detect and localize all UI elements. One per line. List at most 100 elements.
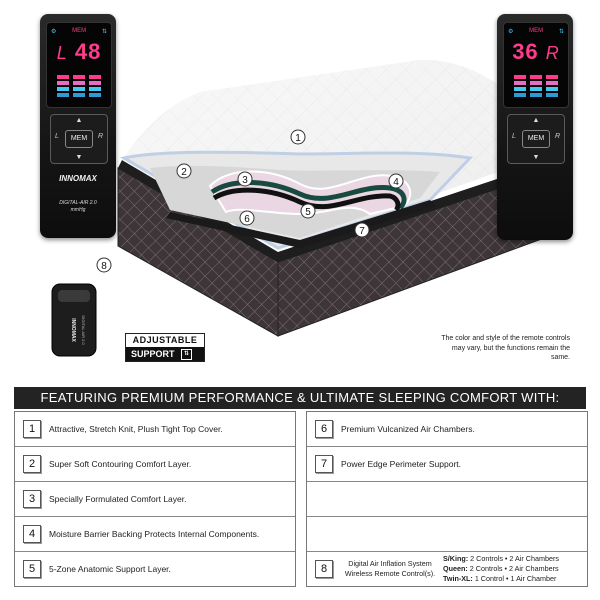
feature-number: 2 (23, 454, 41, 473)
feature-number: 1 (23, 419, 41, 438)
feature-number: 8 (315, 559, 333, 578)
feature-row-remote: 8 Digital Air Inflation System Wireless … (307, 552, 587, 585)
support-text: SUPPORT (131, 349, 175, 359)
mem-indicator: MEM (529, 28, 544, 34)
size-name: Queen: (443, 563, 468, 573)
remote-feature-line1: Digital Air Inflation System (348, 559, 432, 568)
row-divider (307, 481, 587, 482)
remote-model-name: DIGITAL-AIR 2.0 (59, 200, 97, 206)
mem-button[interactable]: MEM (65, 130, 93, 148)
gear-icon: ⚙ (51, 28, 57, 35)
feature-text: Attractive, Stretch Knit, Plush Tight To… (49, 423, 223, 434)
left-side-button[interactable]: L (55, 133, 59, 140)
control-pad: ▲ L MEM R ▼ (507, 114, 565, 164)
control-pad: ▲ L MEM R ▼ (50, 114, 108, 164)
down-arrow-button[interactable]: ▼ (75, 154, 83, 161)
row-divider (15, 551, 295, 552)
size-detail: 1 Control • 1 Air Chamber (474, 573, 557, 583)
size-row: S/King: 2 Controls • 2 Air Chambers (443, 554, 559, 564)
callout-markers (96, 129, 404, 273)
size-row: Queen: 2 Controls • 2 Air Chambers (443, 564, 559, 574)
left-side-button[interactable]: L (512, 133, 516, 140)
feature-row: 7 Power Edge Perimeter Support. (307, 447, 587, 480)
remote-disclaimer: The color and style of the remote contro… (441, 335, 570, 361)
right-side-button[interactable]: R (554, 133, 560, 140)
firmness-value: 48 (74, 39, 102, 64)
feature-number: 4 (23, 524, 41, 543)
zone-bars-graphic (514, 75, 558, 97)
firmness-readout: 36 R (504, 39, 568, 65)
remote-unit: mmHg (70, 207, 86, 213)
right-remote: ⚙ MEM ⇅ 36 R ▲ L MEM R ▼ (497, 14, 573, 240)
row-divider (307, 516, 587, 517)
wireless-remote-model: DIGITAL AIR 2.0 (81, 315, 86, 345)
right-side-button[interactable]: R (97, 133, 103, 140)
remote-model: DIGITAL-AIR 2.0 mmHg (40, 200, 116, 214)
adjustable-support-badge: ADJUSTABLE SUPPORT ⇅ (125, 333, 205, 362)
down-arrow-button[interactable]: ▼ (532, 154, 540, 161)
right-remote-display: ⚙ MEM ⇅ 36 R (503, 22, 569, 108)
wireless-remote-brand: INNOMAX (70, 318, 76, 342)
sync-icon: ⇅ (101, 28, 107, 35)
remote-brand: INNOMAX (59, 174, 97, 183)
feature-text: Moisture Barrier Backing Protects Intern… (49, 528, 260, 539)
remote-feature-line2: Wireless Remote Control(s). (344, 568, 436, 578)
mem-indicator: MEM (72, 28, 87, 34)
up-arrow-button[interactable]: ▲ (75, 117, 83, 124)
feature-row: 4 Moisture Barrier Backing Protects Inte… (15, 517, 295, 550)
adjust-icon: ⇅ (181, 349, 193, 361)
feature-number: 6 (315, 419, 333, 438)
firmness-value: 36 (512, 39, 539, 64)
size-row: Twin-XL: 1 Control • 1 Air Chamber (443, 574, 559, 584)
side-indicator: R (545, 43, 560, 63)
size-name: Twin-XL: (443, 573, 473, 583)
up-arrow-button[interactable]: ▲ (532, 117, 540, 124)
sync-icon: ⇅ (558, 28, 564, 35)
callout-2: 2 (181, 167, 187, 178)
callout-4: 4 (393, 177, 399, 188)
remote-feature-label: Digital Air Inflation System Wireless Re… (341, 559, 439, 578)
feature-number: 5 (23, 559, 41, 578)
size-name: S/King: (443, 553, 469, 563)
feature-row: 2 Super Soft Contouring Comfort Layer. (15, 447, 295, 480)
features-left-column: 1 Attractive, Stretch Knit, Plush Tight … (14, 411, 296, 587)
firmness-readout: L 48 (47, 39, 111, 65)
zone-bars-graphic (57, 75, 101, 97)
callout-5: 5 (305, 207, 311, 218)
left-remote: ⚙ MEM ⇅ L 48 ▲ L MEM R ▼ (40, 14, 116, 238)
gear-icon: ⚙ (508, 28, 514, 35)
feature-row: 3 Specially Formulated Comfort Layer. (15, 482, 295, 515)
feature-text: 5-Zone Anatomic Support Layer. (49, 563, 171, 574)
adjustable-label: ADJUSTABLE (126, 334, 204, 347)
feature-row: 1 Attractive, Stretch Knit, Plush Tight … (15, 412, 295, 445)
callout-7: 7 (359, 226, 365, 237)
size-detail: 2 Controls • 2 Air Chambers (469, 563, 559, 573)
feature-row: 5 5-Zone Anatomic Support Layer. (15, 552, 295, 585)
product-illustration: 1 2 3 4 5 6 7 8 INNOMAX DIGITAL AIR 2.0 … (40, 14, 573, 362)
wireless-remote-image: INNOMAX DIGITAL AIR 2.0 (51, 283, 97, 357)
mem-button[interactable]: MEM (522, 130, 550, 148)
feature-row: 6 Premium Vulcanized Air Chambers. (307, 412, 587, 445)
mattress-illustration: 1 2 3 4 5 6 7 8 INNOMAX DIGITAL AIR 2.0 (51, 59, 567, 357)
callout-6: 6 (244, 214, 250, 225)
feature-text: Premium Vulcanized Air Chambers. (341, 423, 475, 434)
left-remote-display: ⚙ MEM ⇅ L 48 (46, 22, 112, 108)
callout-8: 8 (101, 261, 107, 272)
callout-1: 1 (295, 133, 301, 144)
feature-text: Specially Formulated Comfort Layer. (49, 493, 187, 504)
row-divider (15, 516, 295, 517)
features-banner: FEATURING PREMIUM PERFORMANCE & ULTIMATE… (14, 387, 586, 409)
bed-size-list: S/King: 2 Controls • 2 Air Chambers Quee… (443, 554, 559, 584)
side-indicator: L (56, 43, 68, 63)
feature-number: 3 (23, 489, 41, 508)
empty-row (307, 517, 587, 550)
empty-row (307, 482, 587, 515)
row-divider (307, 551, 587, 552)
support-label: SUPPORT ⇅ (126, 347, 204, 361)
size-detail: 2 Controls • 2 Air Chambers (470, 553, 559, 563)
features-right-column: 6 Premium Vulcanized Air Chambers. 7 Pow… (306, 411, 588, 587)
feature-text: Super Soft Contouring Comfort Layer. (49, 458, 192, 469)
row-divider (307, 446, 587, 447)
row-divider (15, 481, 295, 482)
callout-3: 3 (242, 175, 248, 186)
